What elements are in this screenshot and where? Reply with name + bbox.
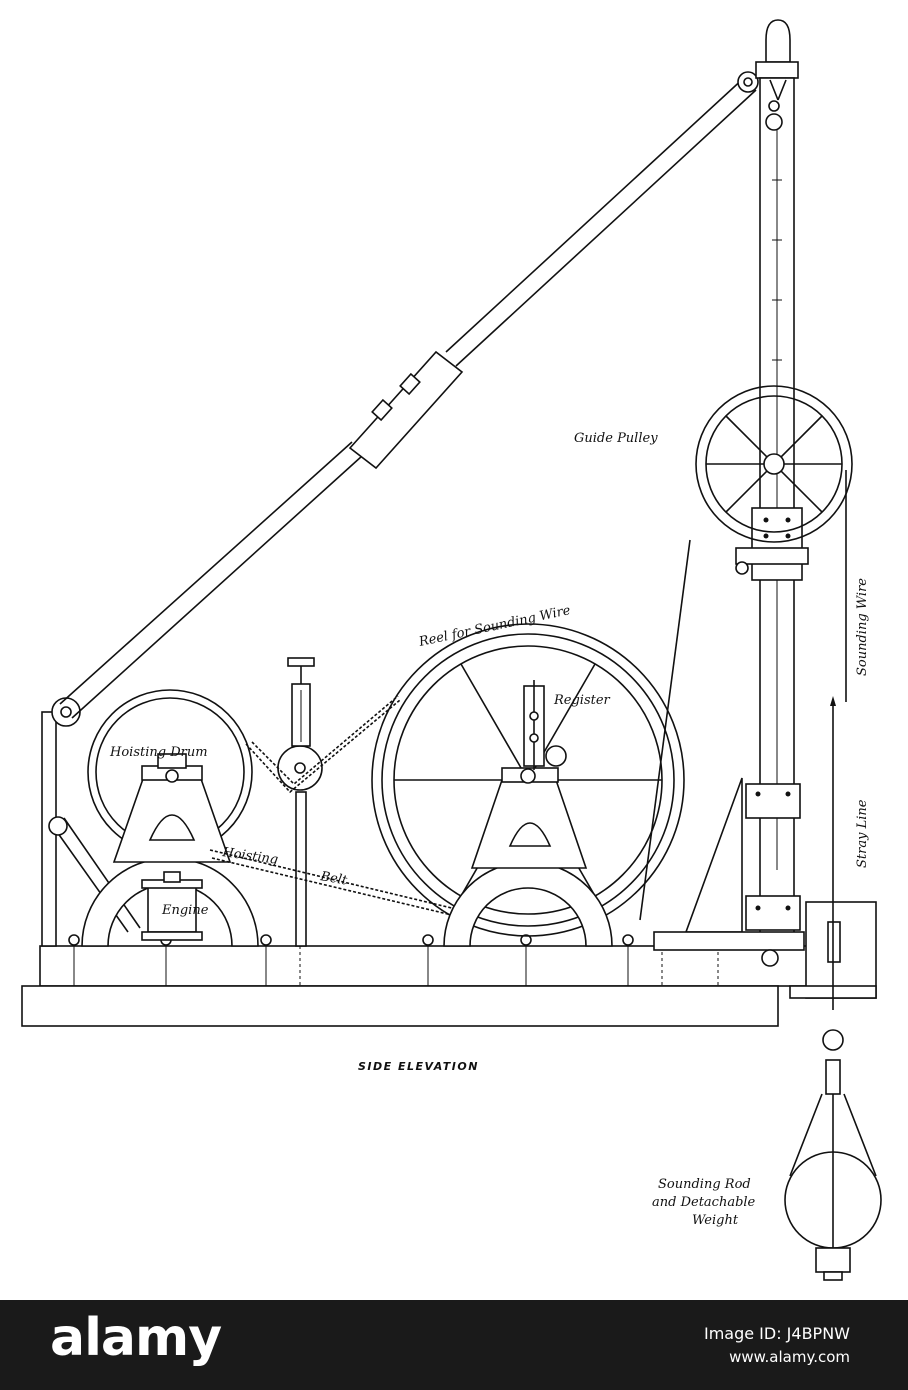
engine-frame xyxy=(81,753,259,947)
watermark-image-id: Image ID: J4BPNW xyxy=(703,1324,850,1343)
watermark-logo: alamy xyxy=(50,1308,222,1368)
left-frame xyxy=(41,697,141,947)
label-rod-line3: Weight xyxy=(692,1213,739,1228)
mast-bracket xyxy=(735,507,809,581)
figure-caption: SIDE ELEVATION xyxy=(358,1060,479,1073)
label-rod-line2: and Detachable xyxy=(652,1195,756,1210)
label-belt: Belt xyxy=(318,869,349,889)
label-sounding-wire: Sounding Wire xyxy=(855,578,870,676)
label-hoisting: Hoisting xyxy=(220,845,279,868)
side-elevation-drawing: Guide Pulley Reel for Sounding Wire Regi… xyxy=(21,19,882,1281)
base-bolts xyxy=(68,934,719,986)
label-reel: Reel for Sounding Wire xyxy=(417,603,572,650)
reel-frame xyxy=(443,767,613,947)
sounding-rod-weight xyxy=(784,1029,882,1281)
diagonal-stay xyxy=(59,71,759,719)
idler-standard xyxy=(277,657,323,947)
watermark-url: www.alamy.com xyxy=(729,1348,850,1366)
hoisting-belt xyxy=(209,695,461,917)
guide-pulley xyxy=(695,385,853,543)
mast-hook xyxy=(765,79,787,131)
label-stray-line: Stray Line xyxy=(855,799,870,868)
label-guide-pulley: Guide Pulley xyxy=(574,431,658,446)
register xyxy=(523,680,567,770)
mast xyxy=(653,19,877,999)
base-platform xyxy=(21,934,811,1027)
label-register: Register xyxy=(553,693,611,708)
label-hoisting-drum: Hoisting Drum xyxy=(109,745,208,760)
label-rod-line1: Sounding Rod xyxy=(658,1177,751,1192)
turnbuckle xyxy=(348,350,464,470)
label-engine: Engine xyxy=(161,903,209,918)
engine-cylinder xyxy=(141,871,203,941)
watermark-bar: alamy Image ID: J4BPNW www.alamy.com xyxy=(0,1300,908,1390)
